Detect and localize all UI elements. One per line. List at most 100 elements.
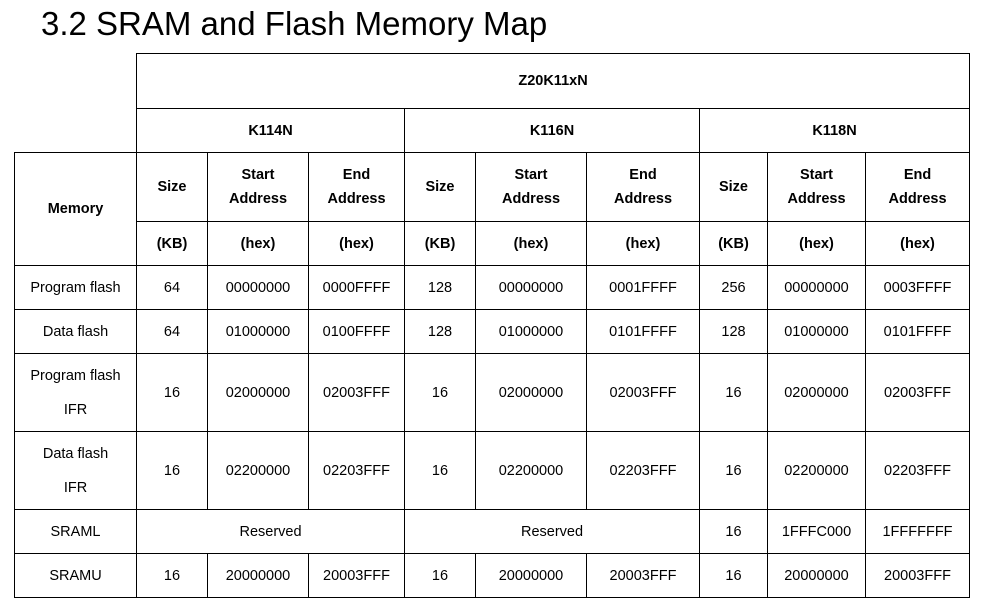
row-label-line2: IFR <box>63 479 88 496</box>
end-address-cell: 02203FFF <box>308 431 405 510</box>
table-row: SRAMU 16 20000000 20003FFF 16 20000000 2… <box>14 553 971 598</box>
end-address-header-line2: Address <box>327 191 386 207</box>
start-address-cell: 00000000 <box>207 265 309 310</box>
group-header: Z20K11xN <box>135 53 971 109</box>
end-address-cell: 0000FFFF <box>308 265 405 310</box>
part-header-k116n: K116N <box>404 108 700 153</box>
row-label-line1: Data flash <box>42 445 109 462</box>
end-address-header-line2: Address <box>613 191 673 207</box>
memory-map-table: Z20K11xN K114N K116N K118N Memory Size S… <box>14 53 971 598</box>
start-address-cell: 20000000 <box>475 553 587 598</box>
end-address-header-line1: End <box>342 167 371 183</box>
size-header: Size <box>136 152 208 222</box>
row-label: SRAML <box>14 509 137 554</box>
part-header-row: K114N K116N K118N <box>14 108 971 153</box>
size-cell: 16 <box>404 553 476 598</box>
size-cell: 16 <box>699 431 768 510</box>
memory-header: Memory <box>14 152 137 266</box>
size-cell: 16 <box>699 353 768 432</box>
start-address-header-line1: Start <box>799 167 834 183</box>
start-address-cell: 00000000 <box>475 265 587 310</box>
size-cell: 16 <box>136 353 208 432</box>
table-row: Program flash 64 00000000 0000FFFF 128 0… <box>14 265 971 310</box>
size-cell: 16 <box>699 553 768 598</box>
start-address-header-line1: Start <box>514 167 548 183</box>
start-unit: (hex) <box>475 221 587 266</box>
size-cell: 64 <box>136 265 208 310</box>
group-header-row: Z20K11xN <box>14 53 971 109</box>
start-address-cell: 01000000 <box>767 309 866 354</box>
end-unit: (hex) <box>586 221 700 266</box>
size-cell: 16 <box>699 509 768 554</box>
end-address-cell: 02003FFF <box>864 353 971 432</box>
start-address-cell: 02200000 <box>767 431 866 510</box>
part-header-k118n: K118N <box>698 108 971 153</box>
start-address-header-line2: Address <box>501 191 561 207</box>
end-address-cell: 02203FFF <box>586 431 700 510</box>
size-header: Size <box>699 152 768 222</box>
reserved-cell: Reserved <box>404 509 700 554</box>
table-row: Data flash 64 01000000 0100FFFF 128 0100… <box>14 309 971 354</box>
size-unit: (KB) <box>699 221 768 266</box>
end-address-cell: 0101FFFF <box>586 309 700 354</box>
end-address-header-line1: End <box>629 167 657 183</box>
end-address-header-line2: Address <box>888 191 947 207</box>
size-cell: 128 <box>404 309 476 354</box>
size-cell: 128 <box>404 265 476 310</box>
end-address-cell: 02003FFF <box>586 353 700 432</box>
row-label-line1: Program flash <box>30 367 121 384</box>
size-cell: 16 <box>404 353 476 432</box>
start-address-cell: 02000000 <box>207 353 309 432</box>
row-label-line2: IFR <box>63 401 88 418</box>
page-title: 3.2 SRAM and Flash Memory Map <box>41 5 548 42</box>
size-cell: 256 <box>699 265 768 310</box>
row-label: Data flash <box>14 309 137 354</box>
end-address-cell: 20003FFF <box>308 553 405 598</box>
end-unit: (hex) <box>308 221 405 266</box>
size-cell: 64 <box>136 309 208 354</box>
start-address-cell: 01000000 <box>207 309 309 354</box>
start-unit: (hex) <box>767 221 866 266</box>
start-address-header-line2: Address <box>228 191 288 207</box>
start-address-cell: 20000000 <box>767 553 866 598</box>
empty-corner-cell <box>14 53 137 109</box>
unit-row: (KB) (hex) (hex) (KB) (hex) (hex) (KB) (… <box>15 221 971 266</box>
end-address-cell: 20003FFF <box>586 553 700 598</box>
end-unit: (hex) <box>864 221 971 266</box>
start-address-header-line2: Address <box>787 191 846 207</box>
start-address-cell: 1FFFC000 <box>767 509 866 554</box>
reserved-cell: Reserved <box>136 509 405 554</box>
size-cell: 16 <box>136 553 208 598</box>
empty-corner-cell <box>14 108 137 153</box>
size-unit: (KB) <box>136 221 208 266</box>
end-address-cell: 20003FFF <box>864 553 971 598</box>
start-address-cell: 02000000 <box>767 353 866 432</box>
end-address-cell: 1FFFFFFF <box>864 509 971 554</box>
start-address-cell: 01000000 <box>475 309 587 354</box>
end-address-cell: 0001FFFF <box>586 265 700 310</box>
start-address-header-line1: Start <box>241 167 275 183</box>
size-cell: 16 <box>404 431 476 510</box>
end-address-cell: 0100FFFF <box>308 309 405 354</box>
table-row: SRAML Reserved Reserved 16 1FFFC000 1FFF… <box>14 509 971 554</box>
start-address-cell: 02000000 <box>475 353 587 432</box>
size-cell: 16 <box>136 431 208 510</box>
size-unit: (KB) <box>404 221 476 266</box>
start-address-cell: 02200000 <box>475 431 587 510</box>
end-address-cell: 0101FFFF <box>864 309 971 354</box>
start-address-cell: 00000000 <box>767 265 866 310</box>
part-header-k114n: K114N <box>136 108 405 153</box>
end-address-header-line1: End <box>903 167 932 183</box>
end-address-cell: 02203FFF <box>864 431 971 510</box>
start-unit: (hex) <box>207 221 309 266</box>
